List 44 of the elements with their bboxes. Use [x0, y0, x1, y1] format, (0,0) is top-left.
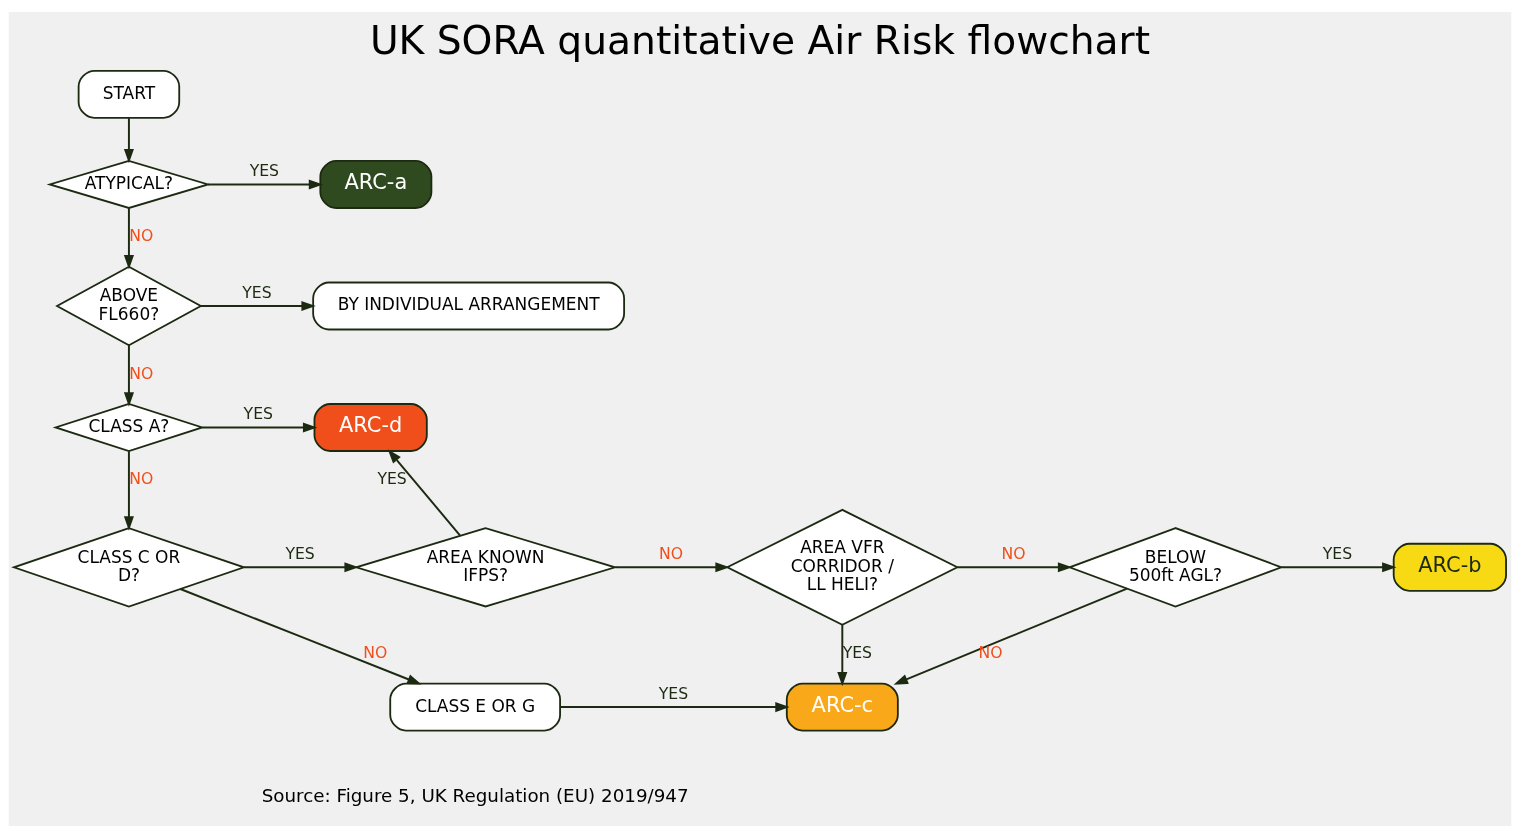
arrow — [559, 702, 790, 713]
arrow — [200, 300, 316, 312]
edge-label: YES — [242, 282, 272, 302]
edge-label: YES — [249, 161, 280, 181]
node-diamond: BELOW 500ft AGL? — [1067, 527, 1284, 608]
arrow — [956, 562, 1073, 573]
node-box: ARC-a — [319, 160, 433, 209]
caption: Source: Figure 5, UK Regulation (EU) 2019/947 — [261, 785, 689, 807]
arrow — [123, 344, 134, 407]
arrow — [614, 562, 730, 573]
node-box: START — [77, 69, 181, 119]
edge-label: NO — [1001, 543, 1026, 563]
node-diamond: AREA VFR CORRIDOR / LL HELI? — [725, 508, 960, 626]
edge-label: NO — [659, 543, 684, 563]
edge-label: NO — [129, 469, 154, 489]
arrow — [201, 422, 318, 433]
node-box: ARC-c — [785, 682, 899, 732]
arrow — [207, 179, 324, 190]
arrow — [123, 450, 134, 531]
node-diamond: ABOVE FL660? — [55, 265, 203, 347]
node-box: ARC-b — [1392, 542, 1507, 592]
edge-label: YES — [377, 469, 407, 489]
arrow — [243, 562, 359, 573]
edge-label: YES — [285, 543, 315, 563]
arrow — [123, 207, 134, 270]
edge-label: YES — [243, 404, 273, 424]
edge-label: NO — [363, 643, 388, 663]
edge-label: YES — [658, 683, 689, 703]
edge-label: NO — [129, 226, 154, 246]
node-box: BY INDIVIDUAL ARRANGEMENT — [312, 281, 626, 331]
arrow — [179, 588, 422, 685]
arrow — [123, 117, 134, 164]
edge-label: NO — [129, 363, 154, 383]
node-box: CLASS E OR G — [389, 682, 561, 732]
arrow — [893, 587, 1128, 685]
arrow — [1280, 562, 1397, 573]
arrow — [837, 623, 848, 687]
node-box: ARC-d — [313, 403, 428, 452]
edge-label: YES — [1322, 543, 1353, 563]
node-diamond: CLASS C OR D? — [11, 527, 247, 608]
arrow — [387, 449, 462, 537]
edge-label: YES — [842, 643, 873, 663]
diagram-title: UK SORA quantitative Air Risk flowchart — [369, 17, 1151, 63]
edge-label: NO — [978, 643, 1003, 663]
